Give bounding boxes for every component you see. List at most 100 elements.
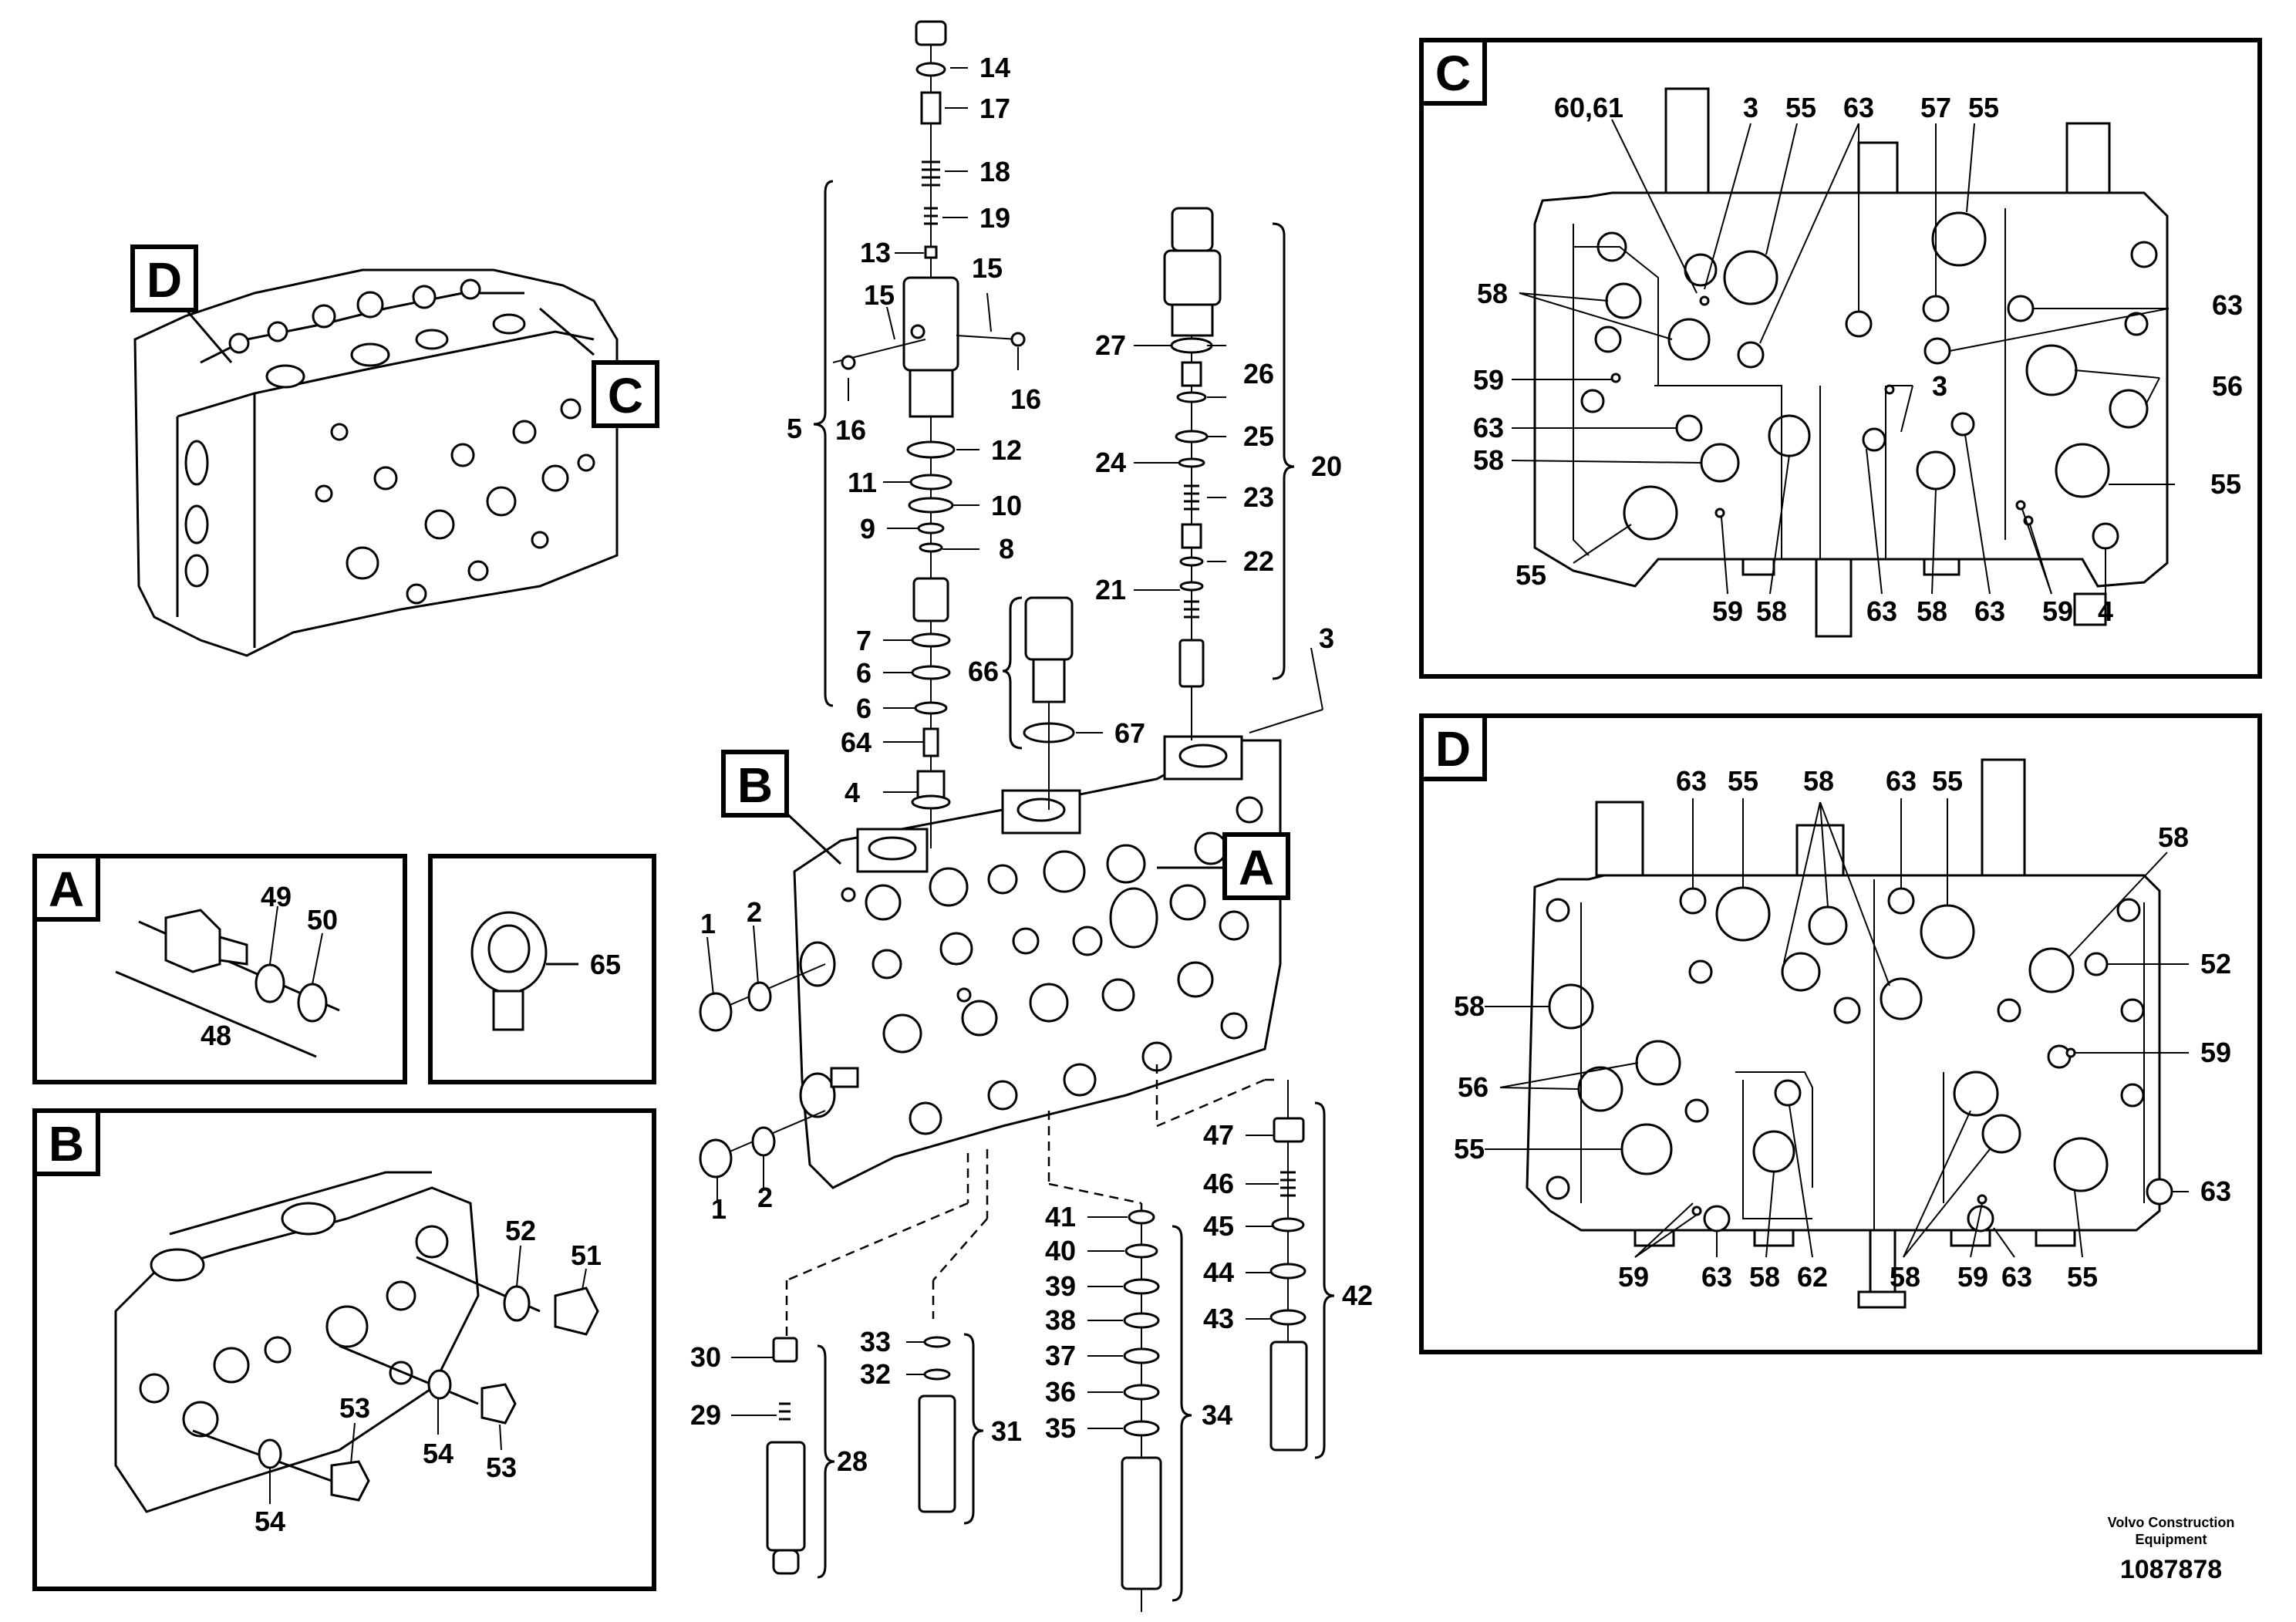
callout-59: 59 — [1957, 1261, 1988, 1293]
callout-58: 58 — [1890, 1261, 1920, 1293]
callout-59: 59 — [1618, 1261, 1649, 1293]
callout-42: 42 — [1342, 1280, 1373, 1311]
callout-7: 7 — [856, 625, 872, 656]
callout-64: 64 — [841, 727, 872, 758]
label-d: D — [147, 252, 182, 308]
callout-63: 63 — [1843, 92, 1874, 123]
company-name-line2: Equipment — [2136, 1532, 2207, 1547]
valve-stack-20: 26 27 25 24 23 22 21 20 3 — [1095, 207, 1342, 740]
callout-8: 8 — [999, 533, 1014, 565]
callout-59: 59 — [2200, 1037, 2231, 1068]
callout-21: 21 — [1095, 574, 1126, 605]
callout-14: 14 — [979, 52, 1010, 83]
callout-58: 58 — [1454, 990, 1485, 1022]
callout-63: 63 — [1886, 765, 1917, 797]
callout-48: 48 — [201, 1020, 231, 1051]
callout-39: 39 — [1045, 1270, 1076, 1302]
callout-37: 37 — [1045, 1340, 1076, 1371]
callout-55: 55 — [1785, 92, 1816, 123]
callout-3: 3 — [1319, 622, 1334, 654]
plug-66-assembly: 66 67 — [968, 596, 1145, 810]
callout-54: 54 — [423, 1438, 453, 1469]
callout-25: 25 — [1243, 420, 1274, 452]
callout-4: 4 — [845, 777, 860, 808]
callout-55: 55 — [1932, 765, 1963, 797]
callout-52: 52 — [2200, 948, 2231, 980]
detail-d-panel: D — [1419, 713, 2262, 1354]
callout-54: 54 — [255, 1506, 285, 1537]
callout-45: 45 — [1203, 1210, 1234, 1242]
callout-44: 44 — [1203, 1256, 1234, 1288]
callout-3: 3 — [1932, 370, 1947, 402]
callout-65: 65 — [590, 949, 621, 980]
dashed-leaders — [785, 1064, 1280, 1342]
callout-22: 22 — [1243, 545, 1274, 577]
overview-callout-d: D — [130, 244, 233, 363]
callout-4: 4 — [2098, 595, 2113, 627]
callout-29: 29 — [690, 1399, 721, 1431]
footer-block: Volvo Construction Equipment 1087878 — [2108, 1515, 2235, 1584]
callout-15: 15 — [864, 279, 895, 311]
callout-17: 17 — [979, 93, 1010, 124]
callout-52: 52 — [505, 1215, 536, 1246]
detail-65-panel: 65 — [428, 854, 656, 1084]
callout-9: 9 — [860, 513, 875, 545]
callout-53: 53 — [486, 1452, 517, 1483]
callout-59: 59 — [1712, 595, 1743, 627]
label-a-detail: A — [49, 862, 84, 917]
callout-58: 58 — [1756, 595, 1787, 627]
callout-6: 6 — [856, 657, 872, 689]
label-c-detail: C — [1435, 46, 1471, 101]
callout-63: 63 — [1866, 595, 1897, 627]
callout-1: 1 — [700, 908, 716, 939]
callout-55: 55 — [1454, 1133, 1485, 1165]
relief-valve-stack: 14 17 18 19 13 15 15 16 16 5 12 11 10 9 … — [787, 20, 1041, 848]
callout-16: 16 — [835, 414, 866, 446]
callout-58: 58 — [2158, 821, 2189, 853]
detail-c-panel: C — [1419, 38, 2262, 679]
overview-valve-assembly — [133, 268, 619, 657]
callout-55: 55 — [1968, 92, 1999, 123]
plug-set-lower: 1 2 — [699, 1110, 826, 1225]
callout-59: 59 — [1473, 364, 1504, 396]
callout-10: 10 — [991, 490, 1022, 521]
callout-56: 56 — [2212, 370, 2243, 402]
callout-20: 20 — [1311, 450, 1342, 482]
callout-13: 13 — [860, 237, 891, 268]
valve-stack-34: 41 40 39 38 37 36 35 34 — [1045, 1201, 1232, 1612]
callout-63: 63 — [1974, 595, 2005, 627]
callout-35: 35 — [1045, 1412, 1076, 1444]
main-valve-body — [793, 735, 1282, 1189]
callout-2: 2 — [757, 1182, 773, 1213]
callout-1: 1 — [711, 1193, 727, 1225]
callout-34: 34 — [1202, 1399, 1232, 1431]
callout-63: 63 — [2200, 1175, 2231, 1207]
label-b-main: B — [737, 757, 773, 813]
plug-set-upper: 1 2 — [699, 896, 826, 1032]
callout-28: 28 — [837, 1445, 868, 1477]
callout-55: 55 — [2067, 1261, 2098, 1293]
main-callout-a: A — [1157, 832, 1290, 900]
callout-11: 11 — [848, 467, 877, 498]
callout-24: 24 — [1095, 447, 1126, 478]
callout-63: 63 — [2212, 289, 2243, 321]
callout-47: 47 — [1203, 1119, 1234, 1151]
callout-50: 50 — [307, 904, 338, 936]
callout-63: 63 — [1701, 1261, 1732, 1293]
callout-43: 43 — [1203, 1303, 1234, 1334]
callout-3: 3 — [1743, 92, 1758, 123]
main-callout-b: B — [721, 750, 842, 865]
callout-15: 15 — [972, 252, 1003, 284]
callout-62: 62 — [1797, 1261, 1828, 1293]
callout-26: 26 — [1243, 358, 1274, 389]
label-b-detail: B — [49, 1116, 84, 1172]
callout-18: 18 — [979, 156, 1010, 187]
overview-callout-c: C — [539, 307, 659, 428]
callout-57: 57 — [1920, 92, 1951, 123]
callout-58: 58 — [1803, 765, 1834, 797]
callout-59: 59 — [2042, 595, 2073, 627]
callout-38: 38 — [1045, 1304, 1076, 1336]
callout-46: 46 — [1203, 1168, 1234, 1199]
callout-58: 58 — [1477, 278, 1508, 309]
